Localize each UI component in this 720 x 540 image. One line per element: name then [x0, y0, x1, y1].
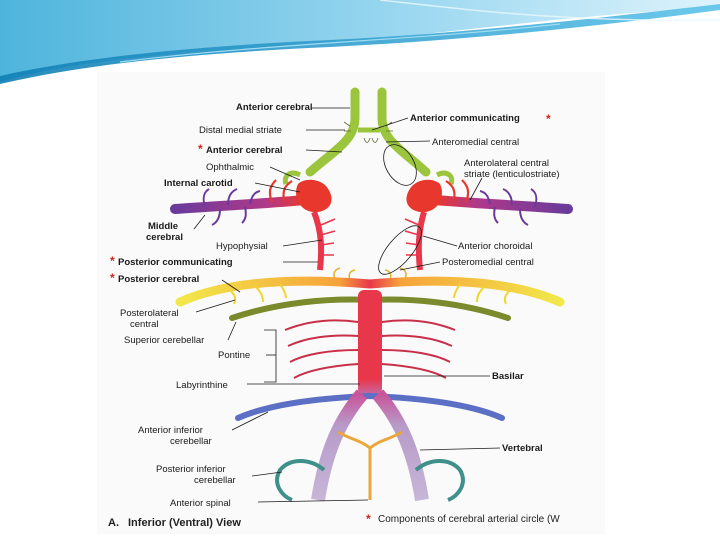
label-anterior-communicating: Anterior communicating — [410, 113, 520, 124]
label-anteromedial-central: Anteromedial central — [432, 137, 519, 148]
labels: Anterior cerebral Anterior communicating… — [108, 102, 560, 529]
posterior-cerebral — [175, 276, 565, 307]
label-internal-carotid: Internal carotid — [164, 178, 233, 189]
anterior-inferior-cerebellar — [235, 392, 505, 421]
label-hypophysial: Hypophysial — [216, 241, 268, 252]
label-pontine: Pontine — [218, 350, 250, 361]
label-anterior-spinal: Anterior spinal — [170, 498, 231, 509]
label-distal-medial-striate: Distal medial striate — [199, 125, 282, 136]
internal-carotid-right — [406, 179, 442, 213]
star-posterior-cerebral: * — [110, 271, 115, 285]
label-posterolateral-central-2: central — [130, 319, 159, 330]
basilar-vessel — [358, 290, 382, 395]
label-anterolateral-central-1: Anterolateral central — [464, 158, 549, 169]
label-middle-cerebral-1: Middle — [148, 221, 178, 232]
anterior-cerebral-left — [305, 87, 360, 177]
label-posterior-inferior-cerebellar-1: Posterior inferior — [156, 464, 226, 475]
label-posterior-inferior-cerebellar-2: cerebellar — [194, 475, 236, 486]
anterior-spinal-vessel — [337, 430, 403, 500]
label-superior-cerebellar: Superior cerebellar — [124, 335, 204, 346]
posterior-inferior-cerebellar-right — [414, 459, 465, 502]
artery-drawing — [170, 87, 573, 502]
star-anterior-cerebral: * — [198, 142, 203, 156]
header-waves — [0, 0, 720, 84]
figure-caption: Inferior (Ventral) View — [128, 517, 241, 529]
star-posterior-communicating: * — [110, 254, 115, 268]
label-anterior-cerebral: Anterior cerebral — [206, 145, 283, 156]
figure-caption-letter: A. — [108, 517, 119, 529]
anterior-cerebral-right — [377, 87, 431, 177]
label-posteromedial-central: Posteromedial central — [442, 257, 534, 268]
posterior-inferior-cerebellar-left — [275, 459, 326, 502]
leader-lines — [193, 107, 501, 503]
middle-cerebral-left — [170, 195, 310, 214]
label-basilar: Basilar — [492, 371, 524, 382]
label-anterolateral-central-2: striate (lenticulostriate) — [464, 169, 560, 180]
label-anterior-cerebral-top: Anterior cerebral — [236, 102, 313, 113]
label-middle-cerebral-2: cerebral — [146, 232, 183, 243]
label-ophthalmic: Ophthalmic — [206, 162, 254, 173]
label-posterior-communicating: Posterior communicating — [118, 257, 233, 268]
label-anterior-inferior-cerebellar-2: cerebellar — [170, 436, 212, 447]
footnote-star: * — [366, 512, 371, 526]
vertebral-left — [311, 389, 368, 502]
footnote-text: Components of cerebral arterial circle (… — [378, 514, 560, 525]
label-anterior-choroidal: Anterior choroidal — [458, 241, 532, 252]
label-posterolateral-central-1: Posterolateral — [120, 308, 179, 319]
middle-cerebral-right — [430, 195, 573, 214]
posterior-communicating-right — [415, 211, 427, 271]
label-anterior-inferior-cerebellar-1: Anterior inferior — [138, 425, 203, 436]
label-labyrinthine: Labyrinthine — [176, 380, 228, 391]
internal-carotid-left — [296, 179, 332, 213]
label-vertebral: Vertebral — [502, 443, 543, 454]
vertebral-right — [372, 389, 429, 502]
posterior-communicating-left — [311, 210, 325, 271]
label-posterior-cerebral: Posterior cerebral — [118, 274, 199, 285]
star-anterior-communicating: * — [546, 112, 551, 126]
